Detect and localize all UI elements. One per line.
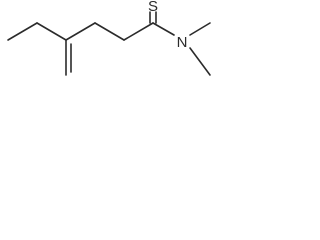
bond-n-methyl-2 <box>189 47 211 76</box>
bond-chain-1 <box>65 22 96 41</box>
final-background <box>0 0 250 113</box>
structure-final: S N <box>0 0 250 113</box>
structure-canvas: S N <box>0 0 250 113</box>
bond-chain-3 <box>123 22 154 41</box>
bond-ethyl-to-vinylidene <box>36 22 67 41</box>
bond-methyl <box>7 22 38 41</box>
bond-c-n <box>152 22 175 36</box>
bond-chain-2 <box>94 22 125 41</box>
nitrogen-atom-label: N <box>177 34 188 51</box>
bond-n-methyl-1 <box>189 22 211 36</box>
final-bonds <box>7 11 211 76</box>
sulfur-atom-label: S <box>148 0 158 15</box>
